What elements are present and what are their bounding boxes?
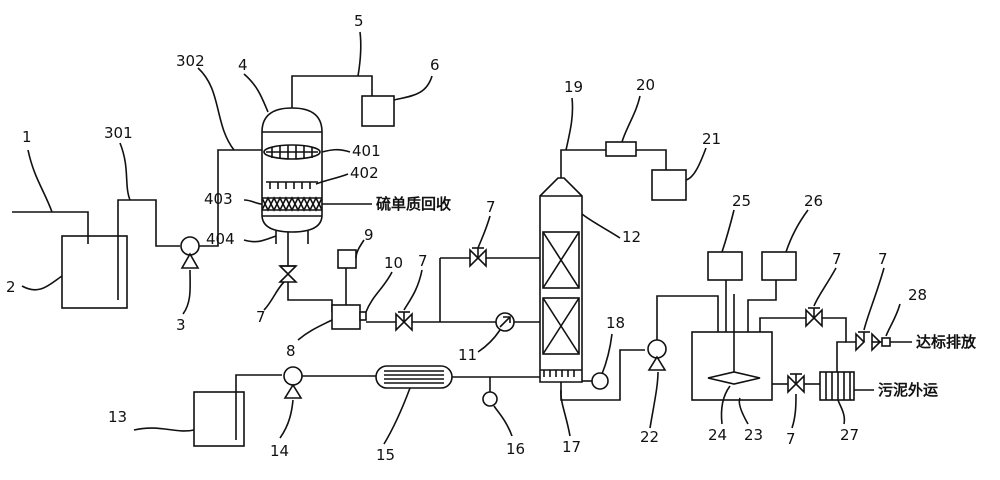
label-14: 14 [270,442,289,460]
separator-8 [331,304,361,330]
valve-7-d [805,307,823,328]
label-404: 404 [206,230,235,248]
label-8: 8 [286,342,296,360]
tank-2 [61,235,128,309]
label-9: 9 [364,226,374,244]
pump-14 [283,366,303,399]
label-21: 21 [702,130,721,148]
fan-11 [495,312,515,332]
label-17: 17 [562,438,581,456]
label-7-a: 7 [256,308,266,326]
label-2: 2 [6,278,16,296]
label-28: 28 [908,286,927,304]
label-7-f: 7 [786,430,796,448]
valve-7-f [787,373,805,394]
pipe-22-23 [656,295,719,340]
box-25 [707,251,743,281]
sulfur-recovery-label: 硫单质回收 [376,195,451,213]
valve-7-e [855,331,882,352]
pump-3 [180,236,200,269]
valve-7-c [469,247,487,268]
label-18: 18 [606,314,625,332]
agitator-24 [707,294,761,385]
label-15: 15 [376,446,395,464]
discharge-label: 达标排放 [916,333,977,351]
label-26: 26 [804,192,823,210]
label-23: 23 [744,426,763,444]
pump-18 [591,372,609,390]
label-402: 402 [350,164,379,182]
label-301: 301 [104,124,133,142]
label-12: 12 [622,228,641,246]
label-20: 20 [636,76,655,94]
box-26 [761,251,797,281]
label-302: 302 [176,52,205,70]
box-21 [651,169,687,201]
packing-403 [261,196,323,212]
valve-7-a [278,265,298,283]
tank-23 [691,331,773,401]
label-22: 22 [640,428,659,446]
label-4: 4 [238,56,248,74]
distributor-402 [266,181,318,189]
heat-exchanger-15 [375,365,453,389]
pipe-301 [117,199,180,300]
label-13: 13 [108,408,127,426]
label-7-c: 7 [486,198,496,216]
line-5 [291,75,373,108]
instrument-16 [482,391,498,407]
pump-22 [647,339,667,371]
label-16: 16 [506,440,525,458]
label-5: 5 [354,12,364,30]
label-7-d: 7 [832,250,842,268]
label-25: 25 [732,192,751,210]
line-19 [560,149,606,178]
device-20 [605,141,637,157]
label-7-e: 7 [878,250,888,268]
valve-7-b [395,311,413,332]
mesh-401 [263,144,321,160]
leader-lines [21,31,901,445]
inlet-pipe-1 [12,211,89,244]
label-403: 403 [204,190,233,208]
label-7-b: 7 [418,252,428,270]
label-19: 19 [564,78,583,96]
label-401: 401 [352,142,381,160]
sludge-label: 污泥外运 [878,381,938,399]
label-10: 10 [384,254,403,272]
label-11: 11 [458,346,477,364]
meter-28 [881,337,891,347]
label-6: 6 [430,56,440,74]
box-9 [337,249,357,269]
pipe-to-8 [287,282,333,312]
vessel-4 [261,107,323,244]
column-12 [539,177,583,383]
filter-press-27 [819,371,855,401]
pipe-302 [199,149,268,247]
label-1: 1 [22,128,32,146]
label-3: 3 [176,316,186,334]
label-24: 24 [708,426,727,444]
line-20-21 [636,149,667,170]
label-27: 27 [840,426,859,444]
outlet-10 [359,311,367,321]
box-6 [361,95,395,127]
